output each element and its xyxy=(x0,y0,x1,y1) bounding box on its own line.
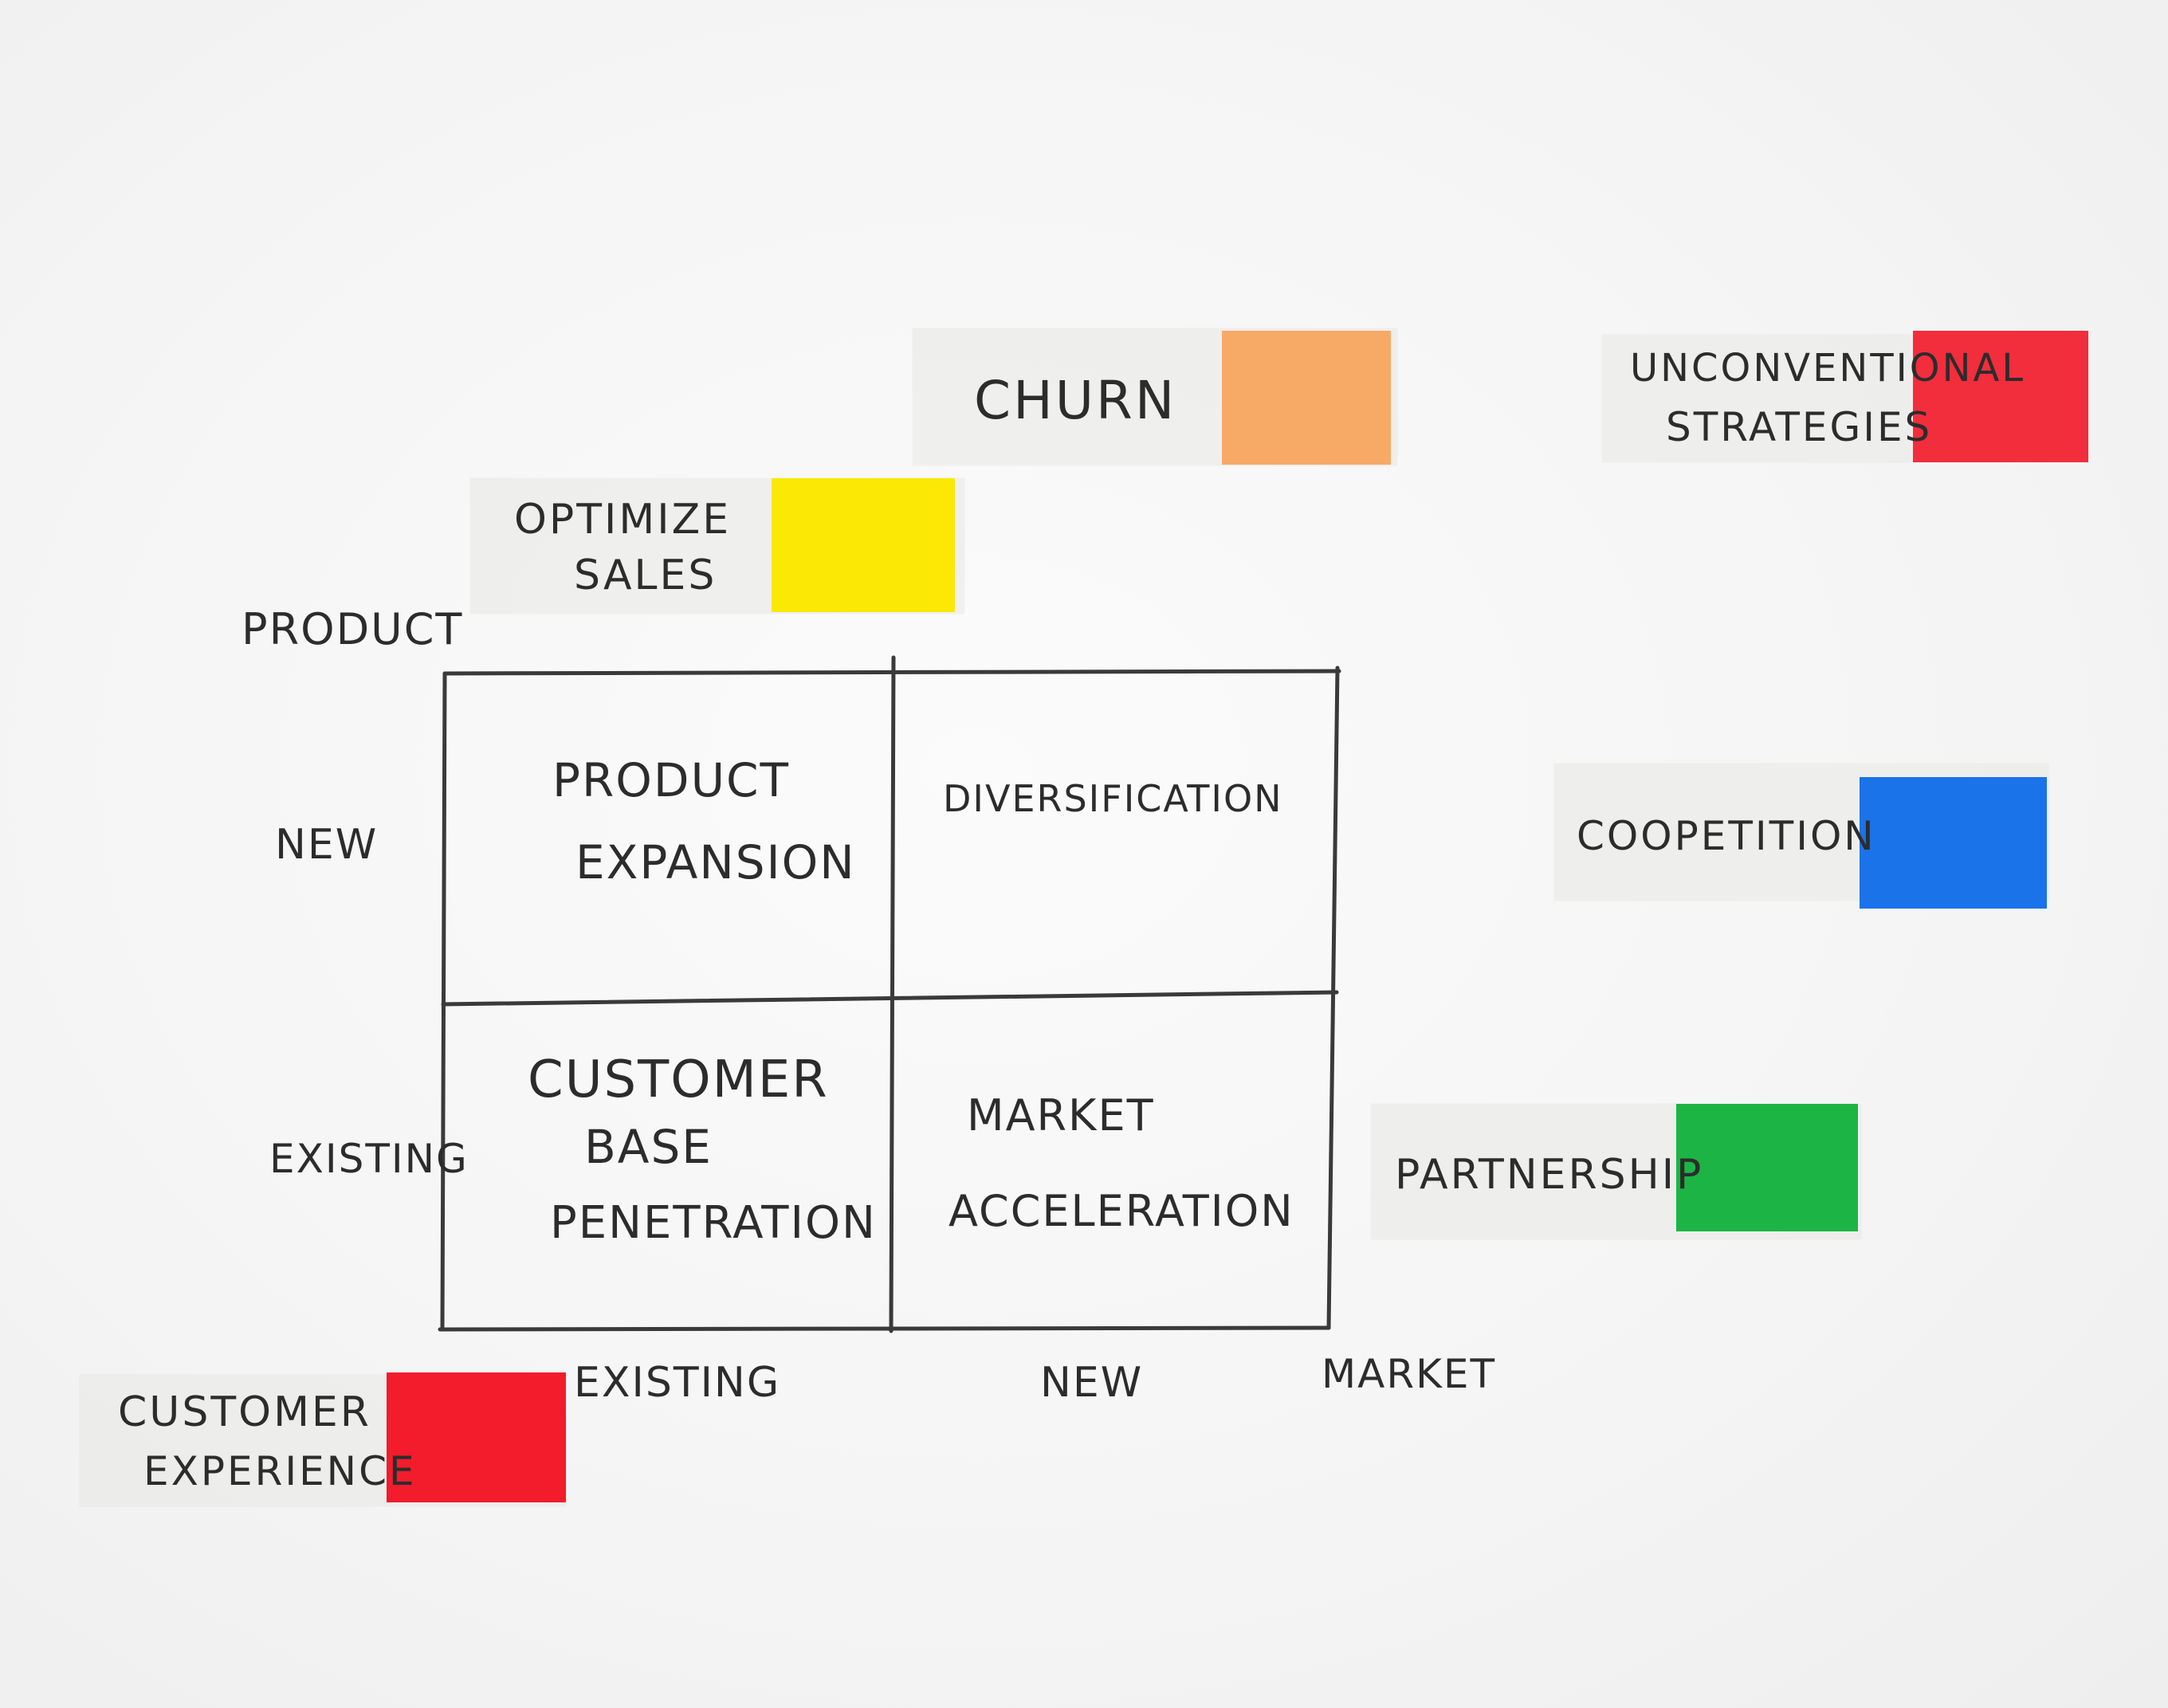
sticky-unconventional-strategies-label-1: Unconventional xyxy=(1630,346,2026,391)
sticky-optimize-sales-flag xyxy=(772,478,955,612)
sticky-customer-experience-label-2: Experience xyxy=(143,1448,417,1494)
quadrant-top-right-line-1: Diversification xyxy=(943,777,1283,820)
sticky-coopetition-flag xyxy=(1860,777,2047,909)
grid-middle-vertical-line xyxy=(889,655,896,1333)
y-axis-title: Product xyxy=(242,604,464,654)
sticky-churn-flag xyxy=(1222,331,1391,465)
y-axis-label-existing: Existing xyxy=(269,1136,469,1182)
quadrant-bottom-right-line-2: Acceleration xyxy=(949,1186,1294,1236)
sticky-coopetition-label: Coopetition xyxy=(1577,813,1876,859)
x-axis-label-new: New xyxy=(1040,1359,1144,1407)
sticky-partnership-label: Partnership xyxy=(1395,1151,1704,1199)
x-axis-label-existing: Existing xyxy=(574,1359,781,1407)
sticky-optimize-sales-label-2: Sales xyxy=(574,552,717,599)
grid-left-line xyxy=(440,671,447,1332)
x-axis-title: Market xyxy=(1322,1351,1497,1397)
sticky-optimize-sales-label-1: Optimize xyxy=(514,496,732,544)
quadrant-top-left-line-1: Product xyxy=(552,753,790,807)
quadrant-top-left-line-2: Expansion xyxy=(575,835,856,889)
quadrant-bottom-left-line-3: Penetration xyxy=(550,1197,877,1249)
grid-bottom-line xyxy=(438,1325,1331,1332)
sticky-churn-label: Churn xyxy=(974,370,1177,431)
y-axis-label-new: New xyxy=(275,821,379,869)
quadrant-bottom-left-line-2: Base xyxy=(584,1120,713,1174)
sticky-unconventional-strategies-flag xyxy=(1913,331,2088,462)
grid-middle-horizontal-line xyxy=(441,990,1339,1007)
quadrant-bottom-left-line-1: Customer xyxy=(528,1050,829,1109)
sticky-customer-experience-label-1: Customer xyxy=(118,1388,371,1436)
grid-right-line xyxy=(1326,666,1340,1330)
sticky-customer-experience-flag xyxy=(387,1372,566,1502)
sticky-partnership-flag xyxy=(1676,1104,1858,1231)
sticky-unconventional-strategies-label-2: Strategies xyxy=(1666,404,1933,450)
quadrant-bottom-right-line-1: Market xyxy=(967,1090,1155,1141)
